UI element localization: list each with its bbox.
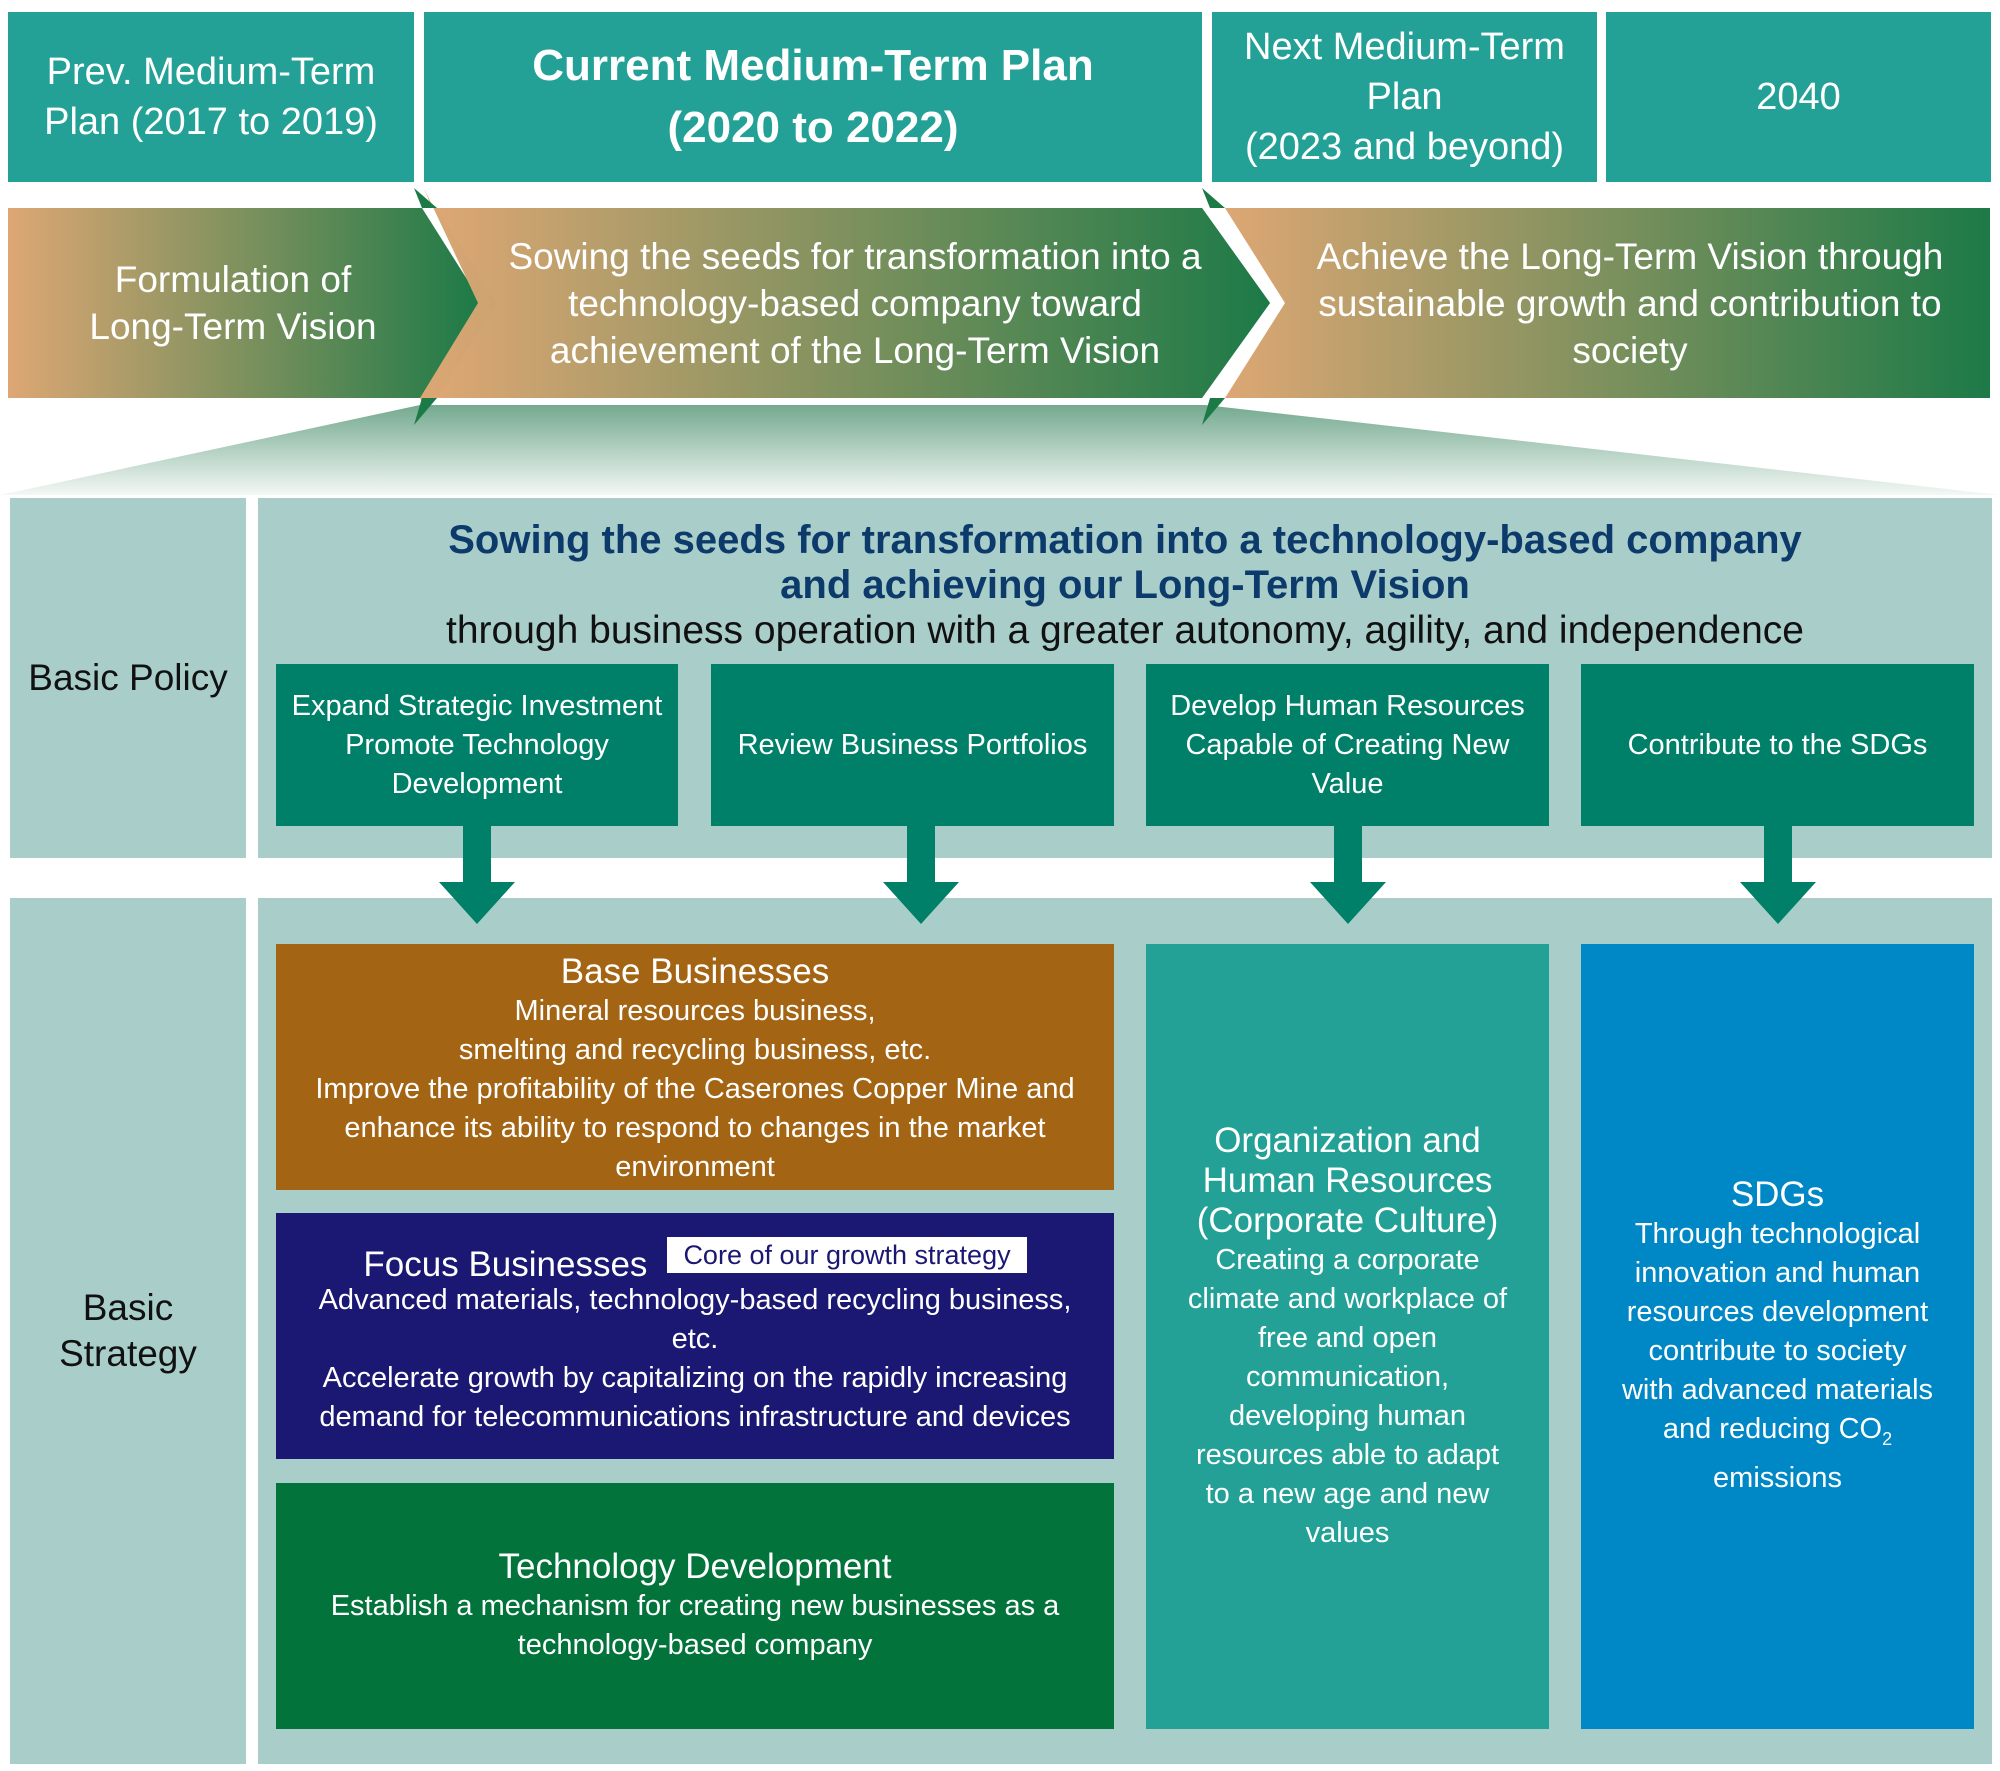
technology-development-title: Technology Development xyxy=(498,1547,892,1586)
policy-item-investment-line-2: Promote Technology xyxy=(345,728,609,761)
policy-item-portfolios: Review Business Portfolios xyxy=(711,664,1114,826)
sowing-line-3: achievement of the Long-Term Vision xyxy=(549,329,1161,371)
sdgs-co2-text: and reducing CO xyxy=(1662,1413,1883,1446)
basic-strategy-label-cell: Basic Strategy xyxy=(10,898,246,1764)
achieve-arrow-notch-top xyxy=(1202,188,1225,208)
focus-desc-line-4: demand for telecommunications infrastruc… xyxy=(319,1401,1071,1433)
org-desc-line-7: to a new age and new xyxy=(1205,1477,1490,1510)
sdgs-desc-line-3: resources development xyxy=(1626,1296,1929,1329)
achieve-arrow-main xyxy=(1225,208,1990,398)
policy-item-hr-line-3: Value xyxy=(1311,767,1384,800)
achieve-line-1: Achieve the Long-Term Vision through xyxy=(1316,235,1944,277)
organization-block: Organization and Human Resources (Corpor… xyxy=(1146,944,1549,1729)
year-2040-header: 2040 xyxy=(1606,12,1991,182)
sowing-arrow-notch-top xyxy=(414,188,437,208)
down-arrow-2 xyxy=(883,826,959,924)
down-arrow-4 xyxy=(1740,826,1816,924)
achieve-arrow-notch-bottom xyxy=(1202,398,1225,425)
org-desc-line-8: values xyxy=(1305,1516,1390,1549)
base-businesses-block: Base Businesses Mineral resources busine… xyxy=(276,944,1114,1190)
formulation-label: Formulation of Long-Term Vision xyxy=(8,208,458,398)
prev-plan-header: Prev. Medium-Term Plan (2017 to 2019) xyxy=(8,12,414,182)
focus-desc-line-1: Advanced materials, technology-based rec… xyxy=(318,1284,1072,1316)
achieve-label: Achieve the Long-Term Vision through sus… xyxy=(1270,208,1990,398)
policy-item-investment-line-1: Expand Strategic Investment xyxy=(291,689,663,722)
achieve-line-2: sustainable growth and contribution to xyxy=(1318,282,1942,324)
sdgs-desc-line-6: and reducing CO2 xyxy=(1663,1410,1892,1459)
headline-line-1: Sowing the seeds for transformation into… xyxy=(448,518,1802,562)
sowing-line-1: Sowing the seeds for transformation into… xyxy=(508,235,1202,277)
policy-item-investment: Expand Strategic Investment Promote Tech… xyxy=(276,664,678,826)
sdgs-desc-line-1: Through technological xyxy=(1634,1218,1921,1251)
org-desc-line-6: resources able to adapt xyxy=(1195,1438,1500,1471)
formulation-line-1: Formulation of xyxy=(114,259,352,300)
focus-desc-line-2: etc. xyxy=(671,1323,719,1355)
current-plan-line-2: (2020 to 2022) xyxy=(667,103,959,152)
policy-item-sdgs: Contribute to the SDGs xyxy=(1581,664,1974,826)
prev-plan-line-2: Plan (2017 to 2019) xyxy=(44,101,378,143)
sdgs-block: SDGs Through technological innovation an… xyxy=(1581,944,1974,1729)
year-2040-label: 2040 xyxy=(1756,76,1841,118)
next-plan-line-2: Plan xyxy=(1366,76,1443,118)
policy-item-hr-line-2: Capable of Creating New xyxy=(1185,728,1510,761)
fan-shape xyxy=(0,405,2000,495)
technology-development-block: Technology Development Establish a mecha… xyxy=(276,1483,1114,1729)
down-arrow-3 xyxy=(1310,826,1386,924)
next-plan-header: Next Medium-Term Plan (2023 and beyond) xyxy=(1212,12,1597,182)
sdgs-title: SDGs xyxy=(1730,1175,1825,1215)
org-desc-line-5: developing human xyxy=(1228,1399,1466,1432)
prev-plan-line-1: Prev. Medium-Term xyxy=(46,51,376,93)
formulation-arrow xyxy=(8,208,482,398)
sowing-label: Sowing the seeds for transformation into… xyxy=(470,208,1240,398)
sdgs-co2-subscript: 2 xyxy=(1882,1428,1893,1449)
current-plan-header: Current Medium-Term Plan (2020 to 2022) xyxy=(424,12,1202,182)
base-desc-line-1: Mineral resources business, xyxy=(514,995,876,1027)
focus-businesses-block: Focus Businesses Core of our growth stra… xyxy=(276,1213,1114,1459)
next-plan-line-1: Next Medium-Term xyxy=(1244,26,1565,68)
achieve-line-3: society xyxy=(1572,329,1688,371)
base-desc-line-4: enhance its ability to respond to change… xyxy=(344,1112,1046,1144)
basic-policy-label: Basic Policy xyxy=(28,657,228,698)
policy-item-human-resources: Develop Human Resources Capable of Creat… xyxy=(1146,664,1549,826)
focus-businesses-title: Focus Businesses xyxy=(363,1245,648,1284)
policy-item-investment-line-3: Development xyxy=(391,767,563,800)
policy-item-hr-line-1: Develop Human Resources xyxy=(1170,689,1525,722)
headline-line-2: and achieving our Long-Term Vision xyxy=(780,563,1470,607)
org-desc-line-3: free and open xyxy=(1258,1321,1437,1354)
tech-desc-line-2: technology-based company xyxy=(517,1629,873,1661)
policy-item-portfolios-line-1: Review Business Portfolios xyxy=(737,728,1088,761)
phase-arrows xyxy=(0,188,2000,495)
organization-title-line-3: (Corporate Culture) xyxy=(1196,1200,1499,1240)
basic-strategy-label-line-1: Basic xyxy=(82,1287,174,1328)
sowing-arrow-notch-bottom xyxy=(414,398,437,425)
current-plan-line-1: Current Medium-Term Plan xyxy=(532,41,1094,90)
next-plan-line-3: (2023 and beyond) xyxy=(1244,126,1565,168)
org-desc-line-1: Creating a corporate xyxy=(1215,1243,1480,1276)
org-desc-line-2: climate and workplace of xyxy=(1187,1282,1508,1315)
organization-title-line-1: Organization and xyxy=(1214,1120,1481,1160)
formulation-line-2: Long-Term Vision xyxy=(89,306,377,347)
basic-policy-label-cell: Basic Policy xyxy=(10,498,246,858)
sowing-line-2: technology-based company toward xyxy=(568,282,1142,324)
base-desc-line-3: Improve the profitability of the Caseron… xyxy=(315,1073,1075,1105)
tech-desc-line-1: Establish a mechanism for creating new b… xyxy=(330,1590,1060,1622)
base-desc-line-5: environment xyxy=(615,1151,775,1183)
base-businesses-title: Base Businesses xyxy=(560,952,830,991)
sdgs-desc-line-7: emissions xyxy=(1713,1461,1842,1494)
sowing-arrow-main xyxy=(437,208,1270,398)
base-desc-line-2: smelting and recycling business, etc. xyxy=(458,1034,932,1066)
sdgs-desc-line-5: with advanced materials xyxy=(1621,1374,1934,1407)
focus-desc-line-3: Accelerate growth by capitalizing on the… xyxy=(322,1362,1068,1394)
basic-policy-headline: Sowing the seeds for transformation into… xyxy=(258,518,1992,608)
sdgs-desc-line-2: innovation and human xyxy=(1634,1257,1921,1290)
down-arrows xyxy=(439,826,1816,924)
policy-item-sdgs-line-1: Contribute to the SDGs xyxy=(1627,728,1928,761)
basic-strategy-label-line-2: Strategy xyxy=(59,1333,197,1374)
basic-policy-subline: through business operation with a greate… xyxy=(446,609,1804,652)
growth-core-badge: Core of our growth strategy xyxy=(667,1237,1027,1273)
sdgs-desc-line-4: contribute to society xyxy=(1648,1335,1907,1368)
organization-title-line-2: Human Resources xyxy=(1202,1160,1493,1200)
down-arrow-1 xyxy=(439,826,515,924)
org-desc-line-4: communication, xyxy=(1245,1360,1450,1393)
